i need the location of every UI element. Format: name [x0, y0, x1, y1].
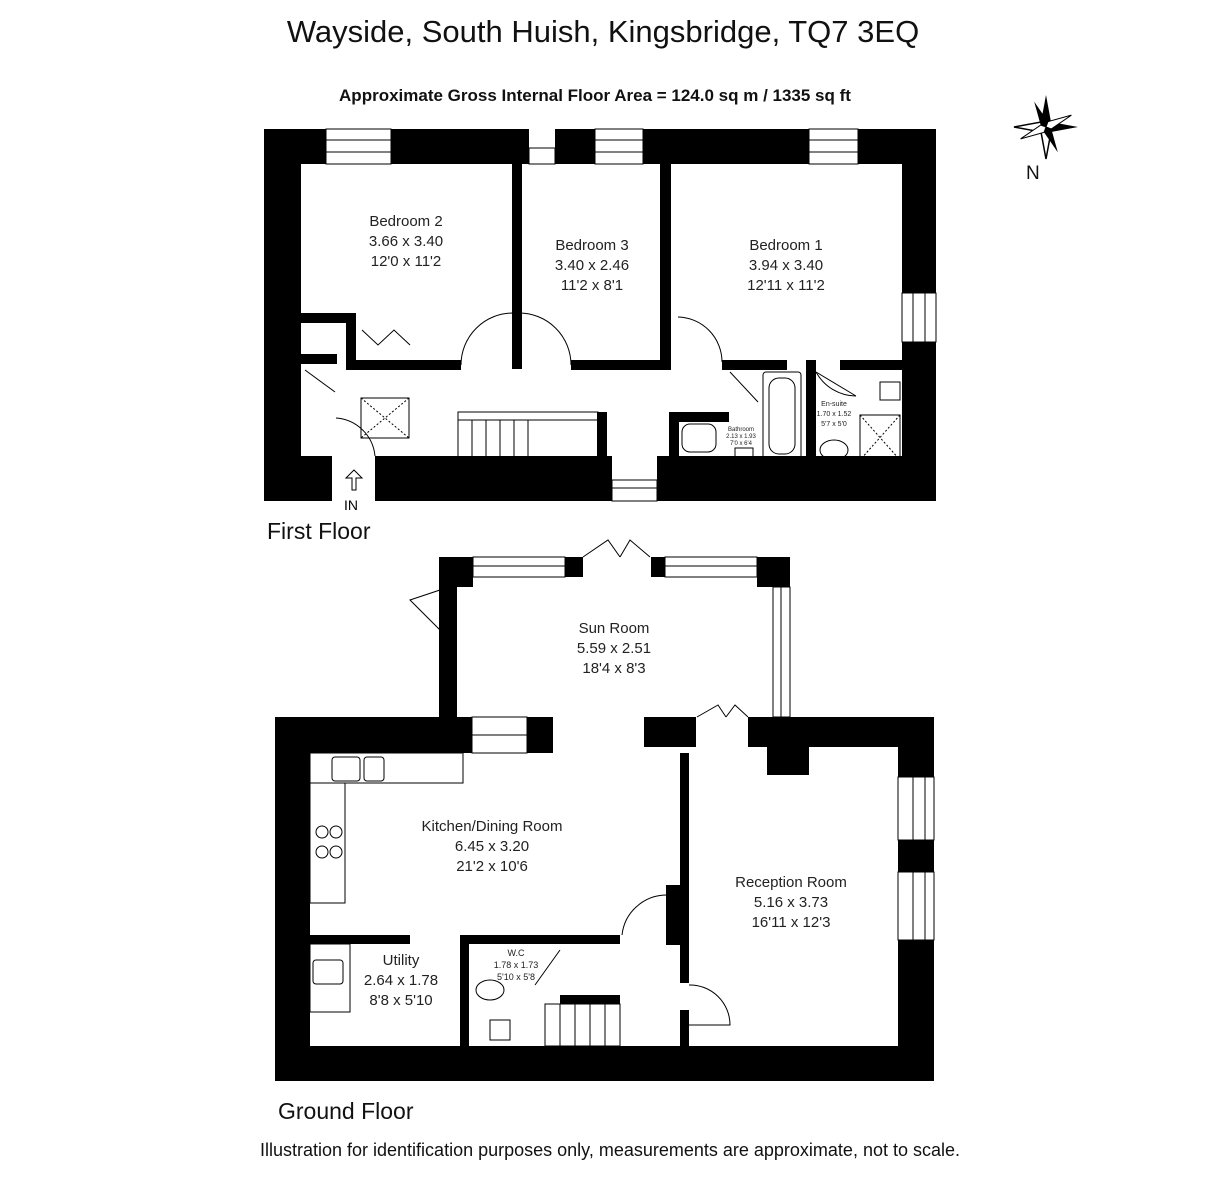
room-name: Bathroom — [728, 427, 754, 433]
room-name: Bedroom 1 — [749, 237, 822, 254]
room-name: Kitchen/Dining Room — [422, 818, 563, 835]
room-metric: 3.40 x 2.46 — [555, 257, 629, 274]
room-name: Sun Room — [579, 620, 650, 637]
room-metric: 3.94 x 3.40 — [749, 257, 823, 274]
room-metric: 1.70 x 1.52 — [817, 411, 852, 418]
room-name: Bedroom 2 — [369, 213, 442, 230]
room-bathroom: Bathroom 2.13 x 1.93 7'0 x 6'4 — [726, 427, 756, 447]
room-reception: Reception Room 5.16 x 3.73 16'11 x 12'3 — [735, 874, 847, 931]
room-en-suite: En-suite 1.70 x 1.52 5'7 x 5'0 — [817, 401, 852, 428]
room-imperial: 11'2 x 8'1 — [561, 277, 623, 294]
room-bedroom-2: Bedroom 2 3.66 x 3.40 12'0 x 11'2 — [369, 213, 443, 270]
room-imperial: 21'2 x 10'6 — [456, 858, 528, 875]
room-imperial: 12'11 x 11'2 — [747, 277, 825, 294]
compass-icon — [1013, 95, 1078, 160]
disclaimer: Illustration for identification purposes… — [259, 1140, 961, 1160]
room-imperial: 5'7 x 5'0 — [821, 421, 847, 428]
floor-area-summary: Approximate Gross Internal Floor Area = … — [339, 86, 851, 105]
room-name: Utility — [383, 952, 420, 969]
room-metric: 6.45 x 3.20 — [455, 838, 529, 855]
room-imperial: 8'8 x 5'10 — [369, 992, 432, 1009]
room-bedroom-1: Bedroom 1 3.94 x 3.40 12'11 x 11'2 — [747, 237, 825, 294]
compass-north-label: N — [1026, 163, 1040, 184]
room-metric: 2.64 x 1.78 — [364, 972, 438, 989]
room-wc: W.C 1.78 x 1.73 5'10 x 5'8 — [494, 948, 539, 982]
room-name: W.C — [508, 948, 525, 958]
room-metric: 1.78 x 1.73 — [494, 960, 539, 970]
room-sun-room: Sun Room 5.59 x 2.51 18'4 x 8'3 — [577, 620, 651, 677]
room-kitchen-dining: Kitchen/Dining Room 6.45 x 3.20 21'2 x 1… — [422, 818, 563, 875]
entrance-label: IN — [344, 497, 358, 513]
room-bedroom-3: Bedroom 3 3.40 x 2.46 11'2 x 8'1 — [555, 237, 629, 294]
room-metric: 3.66 x 3.40 — [369, 233, 443, 250]
room-name: Bedroom 3 — [555, 237, 628, 254]
room-name: En-suite — [821, 401, 847, 408]
room-utility: Utility 2.64 x 1.78 8'8 x 5'10 — [364, 952, 438, 1009]
room-imperial: 16'11 x 12'3 — [752, 914, 831, 931]
plan-title: Wayside, South Huish, Kingsbridge, TQ7 3… — [286, 14, 920, 49]
first-floor-label: First Floor — [267, 518, 371, 544]
room-imperial: 5'10 x 5'8 — [497, 972, 535, 982]
room-name: Reception Room — [735, 874, 847, 891]
ground-floor-label: Ground Floor — [278, 1098, 414, 1124]
room-imperial: 12'0 x 11'2 — [371, 253, 442, 270]
room-metric: 2.13 x 1.93 — [726, 434, 756, 440]
first-floor-plan: IN — [264, 128, 937, 513]
entrance-arrow-icon — [344, 469, 364, 491]
room-imperial: 18'4 x 8'3 — [582, 660, 645, 677]
ground-floor-plan — [275, 539, 935, 1081]
room-imperial: 7'0 x 6'4 — [730, 441, 753, 447]
room-metric: 5.59 x 2.51 — [577, 640, 651, 657]
room-metric: 5.16 x 3.73 — [754, 894, 828, 911]
